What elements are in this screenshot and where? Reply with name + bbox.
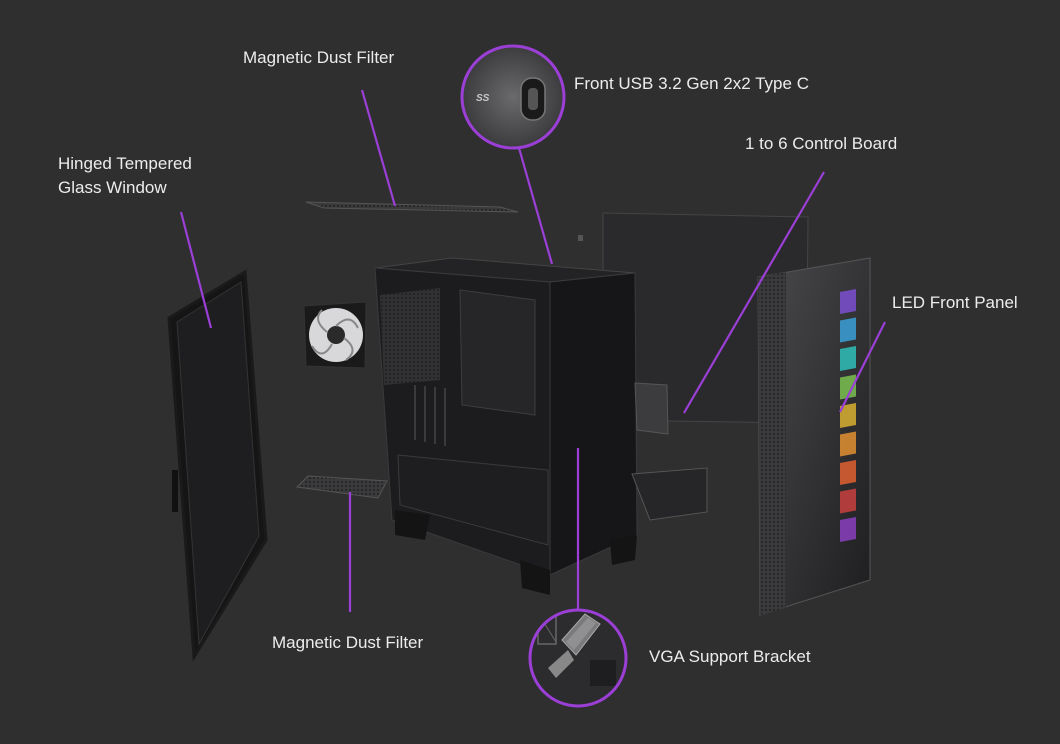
label-glass-window-line2: Glass Window: [58, 178, 167, 197]
led-strip: [840, 317, 856, 343]
led-strip: [840, 488, 856, 514]
label-bottom-dust-filter: Magnetic Dust Filter: [272, 633, 424, 652]
led-strip: [840, 289, 856, 314]
led-strip: [840, 460, 856, 485]
vga-detail-circle: [528, 608, 628, 708]
led-strip: [840, 431, 856, 457]
usb-detail-circle: SS: [460, 44, 566, 150]
label-top-dust-filter: Magnetic Dust Filter: [243, 48, 395, 67]
led-strip: [840, 517, 856, 542]
label-glass-window: Hinged Tempered Glass Window: [58, 152, 192, 200]
led-strip: [840, 403, 856, 428]
glass-window: [167, 269, 268, 662]
control-board: [634, 382, 669, 435]
leader-lines: [179, 89, 886, 612]
led-front-panel: [757, 257, 871, 616]
label-glass-window-line1: Hinged Tempered: [58, 154, 192, 173]
bottom-dust-filter: [295, 475, 388, 499]
top-dust-filter: [305, 201, 519, 213]
usb-ss-logo: SS: [476, 93, 490, 104]
led-strip: [840, 346, 856, 371]
led-strip: [840, 374, 856, 400]
drive-cage: [631, 467, 708, 521]
label-usb-type-c: Front USB 3.2 Gen 2x2 Type C: [574, 74, 809, 93]
main-chassis: [374, 257, 638, 595]
label-control-board: 1 to 6 Control Board: [745, 134, 898, 153]
label-led-front-panel: LED Front Panel: [892, 293, 1018, 312]
label-vga-bracket: VGA Support Bracket: [649, 647, 811, 666]
fan: [303, 301, 367, 369]
